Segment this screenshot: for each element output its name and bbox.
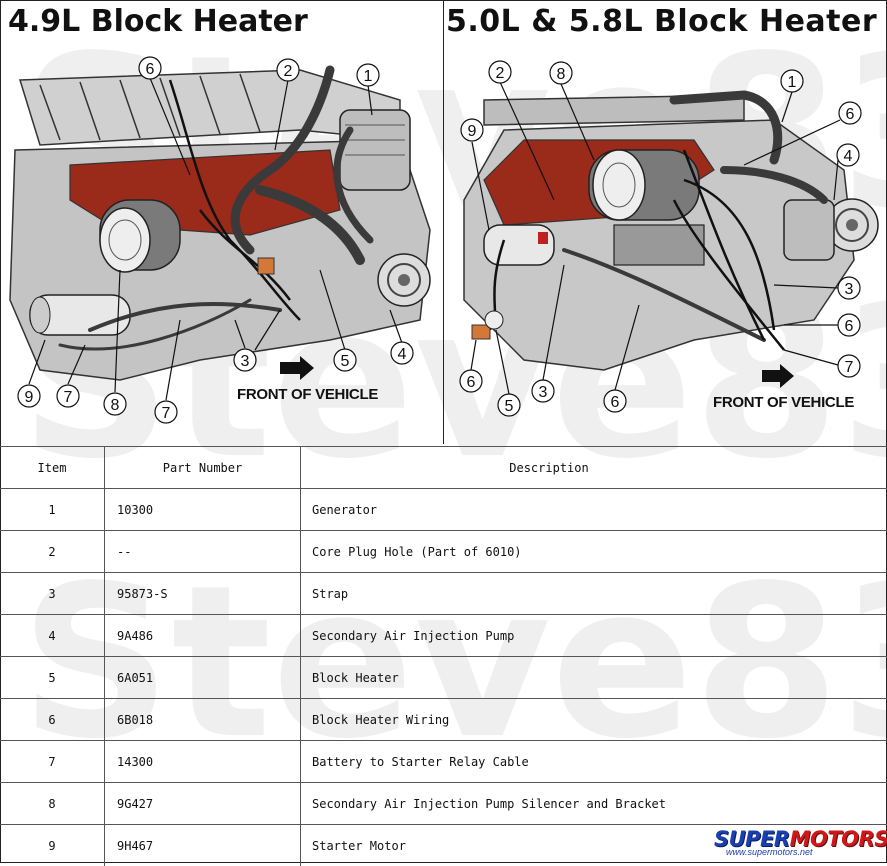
callout-1: 1: [781, 70, 803, 122]
secondary-air-pump: [784, 200, 834, 260]
block-heater-connector: [258, 258, 274, 274]
svg-text:2: 2: [496, 65, 505, 82]
svg-text:6: 6: [146, 61, 155, 78]
description-cell: Battery to Starter Relay Cable: [301, 741, 887, 783]
pulley: [378, 254, 430, 306]
svg-text:4: 4: [398, 346, 407, 363]
part-number-cell: 6A051: [105, 657, 301, 699]
svg-text:8: 8: [111, 397, 120, 414]
svg-text:7: 7: [845, 359, 854, 376]
svg-text:6: 6: [467, 374, 476, 391]
item-cell: 6: [0, 699, 105, 741]
part-number-cell: 14300: [105, 741, 301, 783]
part-number-cell: 9H467: [105, 825, 301, 866]
front-arrow-icon: [762, 364, 794, 388]
svg-text:3: 3: [241, 353, 250, 370]
logo-url: www.supermotors.net: [726, 847, 813, 857]
description-cell: Secondary Air Injection Pump: [301, 615, 887, 657]
front-arrow-icon: [280, 356, 314, 380]
description-cell: Generator: [301, 489, 887, 531]
svg-text:1: 1: [788, 74, 797, 91]
svg-text:5: 5: [341, 353, 350, 370]
svg-text:8: 8: [557, 66, 566, 83]
description-cell: Block Heater: [301, 657, 887, 699]
svg-text:6: 6: [845, 318, 854, 335]
svg-text:3: 3: [539, 384, 548, 401]
air-pump-silencer: [589, 150, 699, 220]
engine-5-0l-5-8l-illustration: 2 8 9 1 6 4 3 6 7 6 5 3 6: [444, 0, 887, 444]
part-number-cell: 10300: [105, 489, 301, 531]
svg-text:9: 9: [25, 389, 34, 406]
item-cell: 3: [0, 573, 105, 615]
front-of-vehicle-label: FRONT OF VEHICLE: [237, 386, 378, 403]
starter-motor: [30, 295, 130, 335]
block-heater-bracket: [614, 225, 704, 265]
svg-text:7: 7: [162, 405, 171, 422]
column-header-part-number: Part Number: [105, 447, 301, 489]
generator: [340, 110, 410, 190]
part-number-cell: 9G427: [105, 783, 301, 825]
starter-motor: [484, 225, 554, 265]
description-cell: Strap: [301, 573, 887, 615]
callout-7: 7: [784, 350, 860, 377]
part-number-cell: --: [105, 531, 301, 573]
right-diagram-panel: 5.0L & 5.8L Block Heater: [444, 0, 887, 444]
item-cell: 4: [0, 615, 105, 657]
description-cell: Block Heater Wiring: [301, 699, 887, 741]
svg-text:1: 1: [364, 68, 373, 85]
svg-text:6: 6: [846, 106, 855, 123]
block-heater-plug: [485, 311, 503, 329]
item-cell: 2: [0, 531, 105, 573]
callout-6: 6: [460, 340, 482, 392]
block-heater-connector: [472, 325, 490, 339]
svg-text:7: 7: [64, 389, 73, 406]
svg-text:4: 4: [844, 148, 853, 165]
table-row: 2--Core Plug Hole (Part of 6010): [0, 531, 887, 573]
item-cell: 5: [0, 657, 105, 699]
description-cell: Secondary Air Injection Pump Silencer an…: [301, 783, 887, 825]
item-cell: 1: [0, 489, 105, 531]
item-cell: 7: [0, 741, 105, 783]
column-header-description: Description: [301, 447, 887, 489]
front-of-vehicle-label: FRONT OF VEHICLE: [713, 394, 854, 411]
svg-text:9: 9: [468, 123, 477, 140]
supermotors-logo: SUPERMOTORS www.supermotors.net: [710, 827, 882, 859]
svg-text:2: 2: [284, 63, 293, 80]
column-header-item: Item: [0, 447, 105, 489]
air-pump-silencer: [100, 200, 180, 272]
engine-4-9l-illustration: 6 2 1 3 5 4 9 7 8 7: [0, 0, 443, 444]
item-cell: 9: [0, 825, 105, 866]
item-cell: 8: [0, 783, 105, 825]
part-number-cell: 6B018: [105, 699, 301, 741]
description-cell: Core Plug Hole (Part of 6010): [301, 531, 887, 573]
svg-text:5: 5: [505, 398, 514, 415]
part-number-cell: 95873-S: [105, 573, 301, 615]
part-number-cell: 9A486: [105, 615, 301, 657]
svg-text:3: 3: [845, 281, 854, 298]
left-diagram-panel: 4.9L Block Heater: [0, 0, 444, 444]
svg-text:6: 6: [611, 394, 620, 411]
table-header-row: Item Part Number Description: [0, 447, 887, 489]
